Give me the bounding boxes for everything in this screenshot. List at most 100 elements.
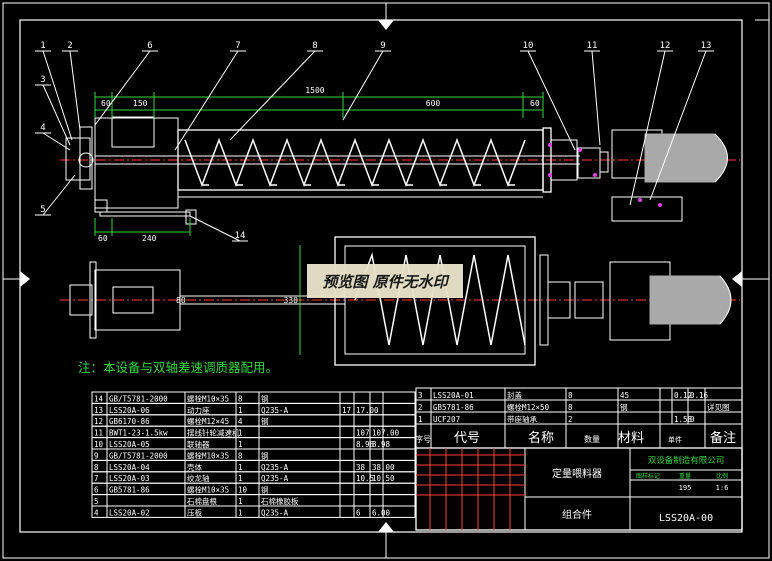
bom-left-cell: 5 <box>94 497 99 506</box>
design-note: 注：本设备与双轴差速调质器配用。 <box>78 360 279 375</box>
bom-right-cell: 封盖 <box>507 390 522 400</box>
bom-left-cell: LSS20A-03 <box>109 474 150 483</box>
bom-left-cell: 8.98 <box>356 440 375 449</box>
tb-assembly: 组合件 <box>562 508 592 521</box>
bom-left-cell: 6 <box>94 486 99 495</box>
marker-dot <box>578 148 582 152</box>
bom-left-cell: 10 <box>94 440 104 449</box>
dim-text-240: 240 <box>142 234 157 243</box>
bom-left-cell: 1 <box>238 474 243 483</box>
bom-left-cell: 10 <box>238 486 248 495</box>
bom-left-cell: 13 <box>94 406 103 415</box>
tb-scale-header <box>629 469 743 481</box>
balloon-leader <box>527 50 576 151</box>
bom-left-cell: Q235-A <box>261 508 289 517</box>
balloon-leader <box>42 84 71 146</box>
balloon-leader <box>342 50 384 121</box>
bom-left-cell: Q235-A <box>261 474 289 483</box>
bom-right-cell: 详见图 <box>707 402 730 412</box>
watermark-banner: 预览图 原件无水印 <box>307 264 463 298</box>
balloon-leader <box>591 50 601 146</box>
bom-left-cell: 107.00 <box>372 429 400 438</box>
balloon-leader <box>649 50 707 201</box>
tb-scale-value: 1:6 <box>716 484 729 492</box>
motor-body <box>644 133 716 183</box>
plan-dim-text-80: 80 <box>176 296 186 305</box>
bom-left-cell: 联轴器 <box>187 439 210 449</box>
bom-left-cell: 钢 <box>261 450 269 460</box>
marker-dot <box>593 173 597 177</box>
balloon-9: 9 <box>380 41 385 51</box>
bom-right-cell: 0 <box>690 415 695 424</box>
bom-left-cell: LSS20A-02 <box>109 508 150 517</box>
balloon-3: 3 <box>40 75 45 85</box>
balloon-4: 4 <box>40 123 45 133</box>
balloon-leader <box>42 132 71 151</box>
support-foot-right <box>185 209 197 225</box>
bom-right-cell: 0.12 <box>674 391 692 400</box>
dim-text-top-mid: 150 <box>133 99 148 108</box>
bom-right-cell: 45 <box>620 391 629 400</box>
marker-dot <box>658 203 662 207</box>
bom-right-cell: 3 <box>418 391 423 400</box>
center-mark-top <box>378 20 394 30</box>
bom-right-cell: 8 <box>568 391 573 400</box>
bom-left-cell: GB/T5781-2000 <box>109 451 168 460</box>
center-mark-right <box>732 271 742 287</box>
balloon-13: 13 <box>701 41 712 51</box>
left-bearing-seat <box>65 137 91 181</box>
support-foot-left <box>94 199 108 213</box>
bom-left-cell: LSS20A-06 <box>109 406 150 415</box>
bom-left-cell: BWT1-23-1.5kw <box>109 429 168 438</box>
balloon-leader <box>229 50 316 141</box>
bom-right-cell: 1.58 <box>674 415 693 424</box>
balloon-2: 2 <box>67 41 72 51</box>
motor-endcap <box>714 133 728 183</box>
balloon-8: 8 <box>312 41 317 51</box>
balloon-11: 11 <box>587 41 598 51</box>
bom-left-cell: 8 <box>94 463 99 472</box>
bom-left-cell: 10.50 <box>372 474 395 483</box>
bom-left-cell: 摆线针轮减速机 <box>187 428 240 438</box>
bom-left-cell: 9 <box>94 451 99 460</box>
balloon-leader <box>42 174 76 216</box>
bom-left-cell: 1 <box>238 429 243 438</box>
balloon-leader <box>629 50 666 206</box>
balloon-leader <box>174 50 239 151</box>
bom-left-cell: 107 <box>356 429 370 438</box>
tb-drawing-no: LSS20A-00 <box>659 513 713 524</box>
base-bar <box>99 211 191 217</box>
bom-left-cell: 1 <box>238 497 243 506</box>
balloon-6: 6 <box>147 41 152 51</box>
bom-left-cell: 11 <box>94 429 103 438</box>
bom-left-cell: LSS20A-05 <box>109 440 150 449</box>
center-mark-bottom <box>378 522 394 532</box>
dim-text-top-right: 60 <box>530 99 540 108</box>
dim-text-600: 600 <box>426 99 441 108</box>
bom-left-cell: GB/T5781-2000 <box>109 394 168 403</box>
tb-drawing-name: 定量喂料器 <box>552 467 602 480</box>
bom-left-cell: 4 <box>238 417 243 426</box>
balloon-10: 10 <box>523 41 534 51</box>
bom-left-cell: 38.00 <box>372 463 395 472</box>
bom-left-cell: 14 <box>94 394 104 403</box>
bom-left-cell: 17.00 <box>356 406 379 415</box>
bom-right-cell: 螺栓M12×50 <box>507 402 550 412</box>
bom-right-cell: 8 <box>568 403 573 412</box>
plan-motor-endcap <box>719 275 732 325</box>
bom-header-single: 单件 <box>668 435 682 444</box>
bom-left-cell: 石棉橡胶板 <box>261 496 299 506</box>
bom-left-cell: LSS20A-04 <box>109 463 150 472</box>
inlet-hopper-box <box>111 116 155 148</box>
marker-dot <box>638 198 642 202</box>
bom-right-cell: 2 <box>568 415 573 424</box>
bom-left-cell: Q235-A <box>261 406 289 415</box>
dim-text-top-left: 60 <box>101 99 111 108</box>
bom-left-cell: 石棉盘根 <box>187 496 217 506</box>
bom-header-seq: 序号 <box>415 434 431 444</box>
bom-left-cell: 1 <box>238 508 243 517</box>
balloon-12: 12 <box>660 41 671 51</box>
bom-left-cell: 6.00 <box>372 508 391 517</box>
balloon-14: 14 <box>235 231 246 241</box>
